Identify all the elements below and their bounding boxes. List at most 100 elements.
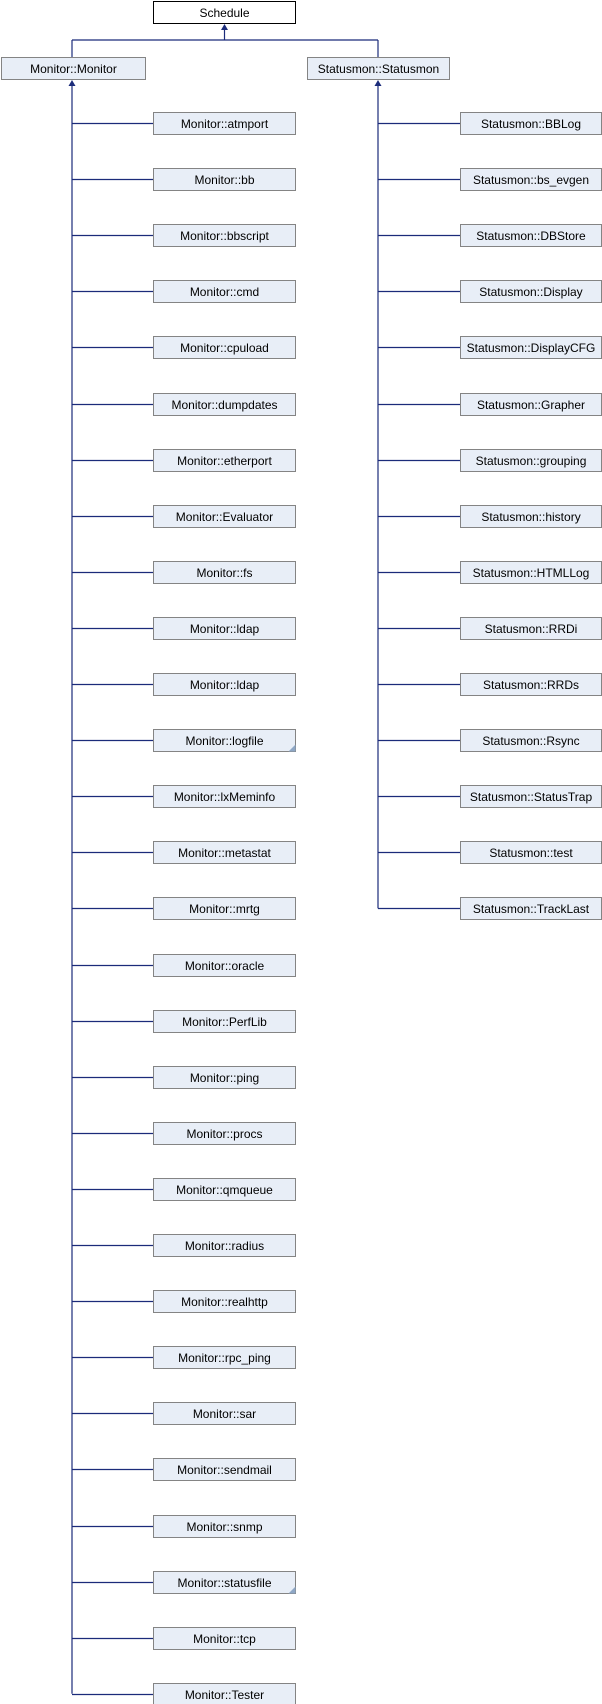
node-monitor-radius-box: [153, 1234, 296, 1257]
node-monitor-lxmeminfo-label: Monitor::lxMeminfo: [174, 790, 276, 804]
node-statusmon-statusmon-label: Statusmon::Statusmon: [318, 62, 439, 76]
node-statusmon-grapher[interactable]: Statusmon::Grapher: [460, 393, 602, 416]
node-monitor-metastat[interactable]: Monitor::metastat: [153, 841, 296, 864]
node-monitor-monitor[interactable]: Monitor::Monitor: [1, 57, 146, 80]
root-node-schedule-box: [153, 1, 296, 24]
node-monitor-bb[interactable]: Monitor::bb: [153, 168, 296, 191]
node-monitor-etherport[interactable]: Monitor::etherport: [153, 449, 296, 472]
node-monitor-ping-box: [153, 1066, 296, 1089]
node-statusmon-test-label: Statusmon::test: [489, 846, 573, 860]
node-monitor-oracle[interactable]: Monitor::oracle: [153, 954, 296, 977]
node-monitor-mrtg[interactable]: Monitor::mrtg: [153, 897, 296, 920]
node-monitor-snmp[interactable]: Monitor::snmp: [153, 1515, 296, 1538]
node-monitor-ldap-label: Monitor::ldap: [190, 622, 260, 636]
node-monitor-rpc-ping-label: Monitor::rpc_ping: [178, 1351, 271, 1365]
node-monitor-atmport-label: Monitor::atmport: [181, 117, 269, 131]
node-monitor-monitor-box: [1, 57, 146, 80]
edge-right-arrowhead: [374, 80, 382, 86]
node-statusmon-dbstore[interactable]: Statusmon::DBStore: [460, 224, 602, 247]
node-monitor-dumpdates[interactable]: Monitor::dumpdates: [153, 393, 296, 416]
node-monitor-radius[interactable]: Monitor::radius: [153, 1234, 296, 1257]
root-node-schedule[interactable]: Schedule: [153, 1, 296, 24]
node-statusmon-tracklast[interactable]: Statusmon::TrackLast: [460, 897, 602, 920]
node-monitor-tcp[interactable]: Monitor::tcp: [153, 1627, 296, 1650]
node-monitor-evaluator[interactable]: Monitor::Evaluator: [153, 505, 296, 528]
node-monitor-metastat-box: [153, 841, 296, 864]
node-statusmon-statustrap-label: Statusmon::StatusTrap: [470, 790, 593, 804]
node-statusmon-statusmon[interactable]: Statusmon::Statusmon: [307, 57, 450, 80]
node-statusmon-displaycfg[interactable]: Statusmon::DisplayCFG: [460, 336, 602, 359]
node-statusmon-grapher-label: Statusmon::Grapher: [477, 398, 585, 412]
node-statusmon-bs-evgen[interactable]: Statusmon::bs_evgen: [460, 168, 602, 191]
node-monitor-sar-box: [153, 1402, 296, 1425]
node-monitor-procs[interactable]: Monitor::procs: [153, 1122, 296, 1145]
node-monitor-tester-label: Monitor::Tester: [185, 1688, 264, 1702]
node-monitor-logfile[interactable]: Monitor::logfile: [153, 729, 296, 752]
node-monitor-realhttp-label: Monitor::realhttp: [181, 1295, 268, 1309]
node-monitor-ping-label: Monitor::ping: [190, 1071, 259, 1085]
node-monitor-lxmeminfo[interactable]: Monitor::lxMeminfo: [153, 785, 296, 808]
edge-left-arrowhead: [68, 80, 76, 86]
node-monitor-ping[interactable]: Monitor::ping: [153, 1066, 296, 1089]
node-monitor-dumpdates-label: Monitor::dumpdates: [171, 398, 277, 412]
node-monitor-cpuload-box: [153, 336, 296, 359]
node-monitor-bbscript-label: Monitor::bbscript: [180, 229, 269, 243]
node-statusmon-display-label: Statusmon::Display: [479, 285, 582, 299]
node-monitor-sar-label: Monitor::sar: [193, 1407, 256, 1421]
node-statusmon-grouping[interactable]: Statusmon::grouping: [460, 449, 602, 472]
node-monitor-atmport[interactable]: Monitor::atmport: [153, 112, 296, 135]
node-monitor-perflib[interactable]: Monitor::PerfLib: [153, 1010, 296, 1033]
node-statusmon-htmllog[interactable]: Statusmon::HTMLLog: [460, 561, 602, 584]
root-node-schedule-label: Schedule: [199, 6, 249, 20]
node-monitor-rpc-ping[interactable]: Monitor::rpc_ping: [153, 1346, 296, 1369]
node-monitor-qmqueue[interactable]: Monitor::qmqueue: [153, 1178, 296, 1201]
node-statusmon-rrdi[interactable]: Statusmon::RRDi: [460, 617, 602, 640]
node-monitor-logfile-label: Monitor::logfile: [185, 734, 263, 748]
node-monitor-cmd[interactable]: Monitor::cmd: [153, 280, 296, 303]
node-monitor-cpuload-label: Monitor::cpuload: [180, 341, 269, 355]
node-monitor-sendmail-box: [153, 1458, 296, 1481]
node-statusmon-rrds[interactable]: Statusmon::RRDs: [460, 673, 602, 696]
node-monitor-bbscript[interactable]: Monitor::bbscript: [153, 224, 296, 247]
node-monitor-fs-label: Monitor::fs: [196, 566, 252, 580]
node-monitor-snmp-label: Monitor::snmp: [186, 1520, 262, 1534]
node-statusmon-history[interactable]: Statusmon::history: [460, 505, 602, 528]
node-monitor-evaluator-label: Monitor::Evaluator: [176, 510, 273, 524]
node-statusmon-bblog[interactable]: Statusmon::BBLog: [460, 112, 602, 135]
node-monitor-oracle-box: [153, 954, 296, 977]
node-monitor-rpc-ping-box: [153, 1346, 296, 1369]
node-monitor-bb-label: Monitor::bb: [194, 173, 254, 187]
node-monitor-tester[interactable]: Monitor::Tester: [153, 1683, 296, 1704]
node-monitor-ldap-box: [153, 617, 296, 640]
node-monitor-cpuload[interactable]: Monitor::cpuload: [153, 336, 296, 359]
node-monitor-realhttp-box: [153, 1290, 296, 1313]
node-statusmon-display[interactable]: Statusmon::Display: [460, 280, 602, 303]
node-statusmon-displaycfg-label: Statusmon::DisplayCFG: [467, 341, 596, 355]
node-monitor-sar[interactable]: Monitor::sar: [153, 1402, 296, 1425]
node-monitor-lxmeminfo-box: [153, 785, 296, 808]
node-monitor-statusfile-box: [153, 1571, 296, 1594]
node-statusmon-statustrap[interactable]: Statusmon::StatusTrap: [460, 785, 602, 808]
node-monitor-tester-box: [153, 1683, 296, 1704]
node-monitor-procs-box: [153, 1122, 296, 1145]
node-monitor-etherport-box: [153, 449, 296, 472]
node-monitor-statusfile-label: Monitor::statusfile: [177, 1576, 271, 1590]
node-monitor-sendmail[interactable]: Monitor::sendmail: [153, 1458, 296, 1481]
node-monitor-qmqueue-box: [153, 1178, 296, 1201]
collapsed-children-icon: [288, 744, 296, 752]
node-monitor-statusfile[interactable]: Monitor::statusfile: [153, 1571, 296, 1594]
node-monitor-procs-label: Monitor::procs: [186, 1127, 262, 1141]
node-monitor-ldap[interactable]: Monitor::ldap: [153, 673, 296, 696]
node-monitor-ldap[interactable]: Monitor::ldap: [153, 617, 296, 640]
node-statusmon-rsync[interactable]: Statusmon::Rsync: [460, 729, 602, 752]
node-statusmon-history-label: Statusmon::history: [481, 510, 580, 524]
node-monitor-fs-box: [153, 561, 296, 584]
node-statusmon-test[interactable]: Statusmon::test: [460, 841, 602, 864]
node-monitor-logfile-box: [153, 729, 296, 752]
node-monitor-bb-box: [153, 168, 296, 191]
node-monitor-fs[interactable]: Monitor::fs: [153, 561, 296, 584]
collapsed-children-icon: [288, 1586, 296, 1594]
node-monitor-realhttp[interactable]: Monitor::realhttp: [153, 1290, 296, 1313]
